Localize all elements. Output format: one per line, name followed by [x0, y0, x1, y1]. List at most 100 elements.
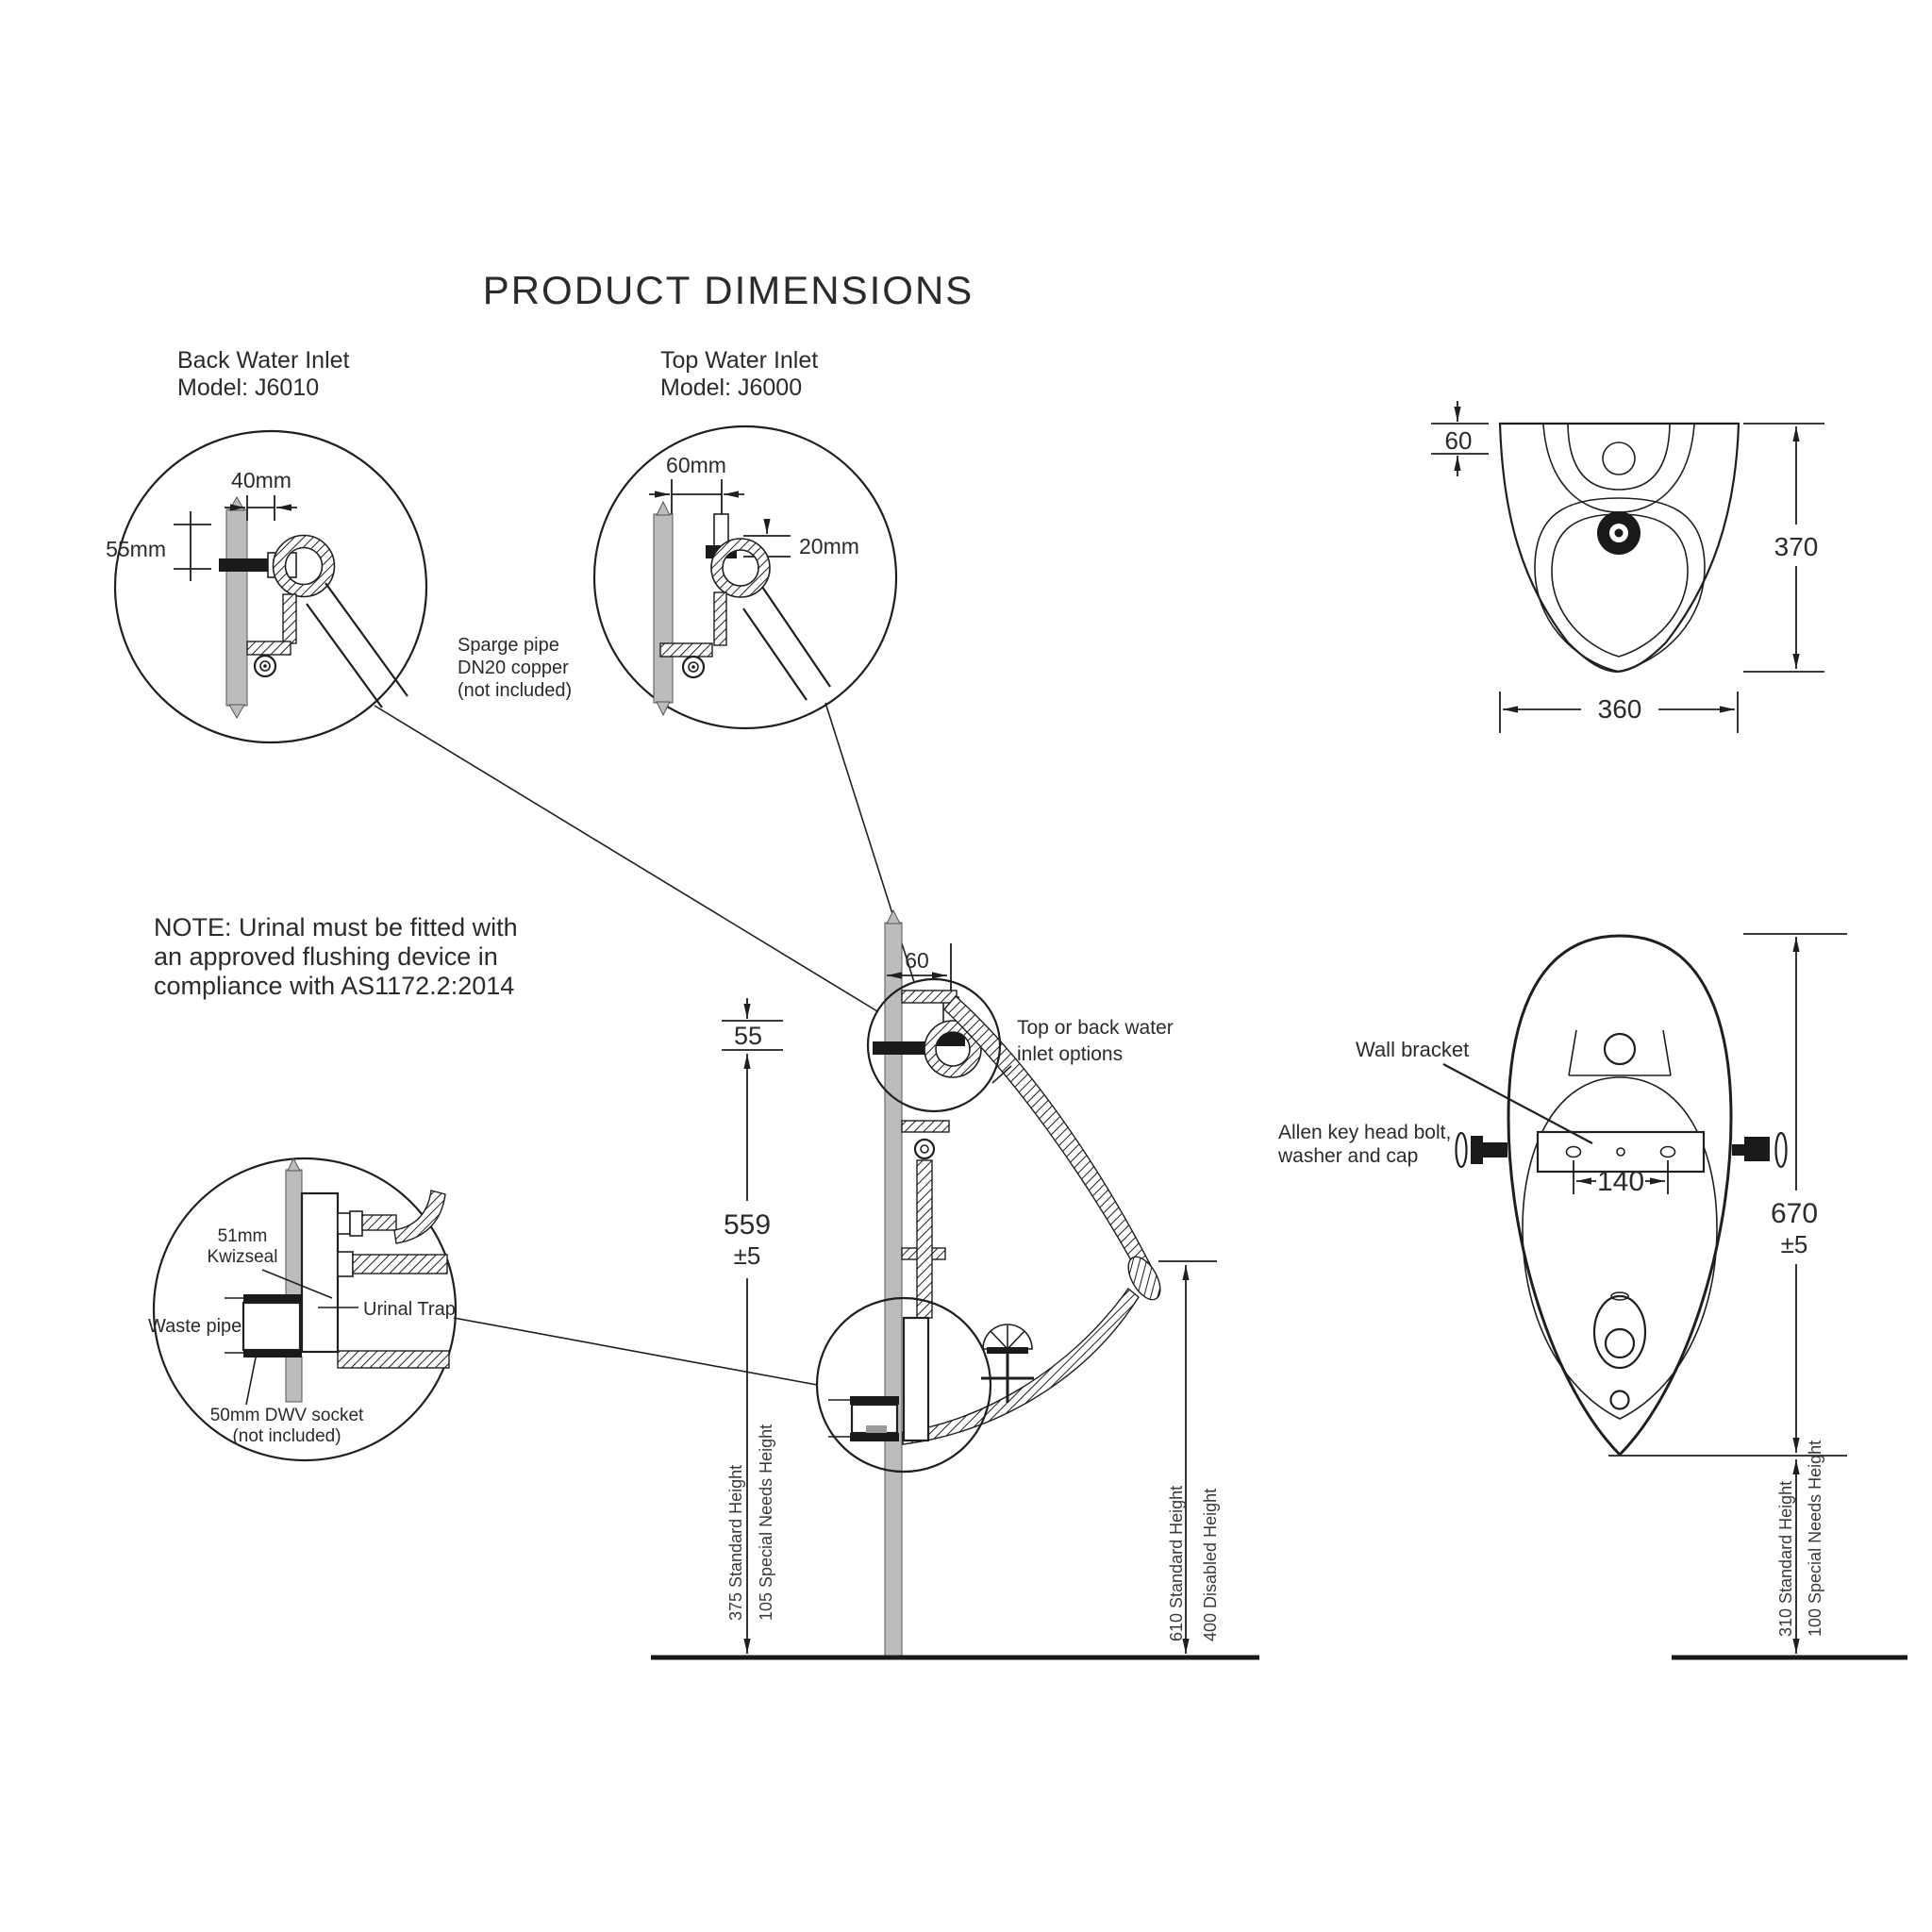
overall-height-dim: 670 — [1771, 1198, 1818, 1229]
bowl-wall-line — [325, 582, 408, 697]
wall-section — [884, 922, 903, 1659]
waste-pipe-body — [242, 1301, 302, 1352]
back-inlet-width-dim: 40mm — [231, 468, 291, 492]
back-water-inlet-detail: Back Water Inlet Model: J6010 40mm 55mm — [106, 347, 428, 744]
back-inlet-model: Model: J6010 — [177, 375, 319, 401]
compliance-note: NOTE: Urinal must be fitted with an appr… — [154, 913, 518, 1000]
inlet-bulb-section — [924, 1021, 981, 1077]
front-width-dim: 360 — [1598, 694, 1642, 724]
side-fixing-height-dim: 559 — [724, 1209, 771, 1241]
bolt-head-right — [1744, 1137, 1770, 1161]
wall-break-bottom — [656, 701, 671, 717]
shell-bottom-section — [246, 641, 291, 656]
top-recess-inner — [1567, 424, 1671, 491]
inlet-collar — [937, 1032, 965, 1046]
hanging-hole — [1603, 1032, 1637, 1066]
socket-label-line1: 50mm DWV socket — [210, 1406, 364, 1425]
outlet-recess — [1592, 1294, 1647, 1370]
wall-bracket-leader — [1442, 1063, 1593, 1144]
top-inlet-model: Model: J6000 — [660, 375, 802, 401]
seal-section — [850, 1396, 899, 1405]
inlet-bulb-section — [711, 539, 770, 597]
top-inlet-width-dim: 60mm — [666, 453, 726, 477]
page-title: PRODUCT DIMENSIONS — [483, 268, 974, 312]
urinal-trap-label: Urinal Trap — [363, 1299, 456, 1320]
front-height-dim: 370 — [1774, 532, 1819, 561]
wall-bracket-label: Wall bracket — [1356, 1038, 1469, 1061]
lip-disabled-height: 400 Disabled Height — [1201, 1489, 1220, 1641]
outlet-branch-pipe — [337, 1350, 450, 1369]
note-line2: an approved flushing device in — [154, 942, 498, 971]
inlet-branch-pipe — [352, 1254, 448, 1274]
wall-break-top — [886, 908, 901, 924]
top-ledge-section — [901, 990, 958, 1004]
base-standard-height: 310 Standard Height — [1776, 1481, 1795, 1637]
pipe-fitting — [337, 1212, 351, 1235]
shell-section — [713, 591, 727, 646]
drain-hole — [1609, 1390, 1630, 1410]
fixing-screw — [253, 654, 277, 678]
bolt-shaft-left — [1483, 1142, 1507, 1158]
sparge-note-line2: DN20 copper — [458, 658, 569, 678]
bowl-outer-rim — [1534, 497, 1706, 673]
kwizseal-leader — [261, 1269, 333, 1299]
fixing-screw — [681, 655, 706, 679]
bolt-shaft-right — [1732, 1144, 1744, 1156]
bolt-note-line2: washer and cap — [1277, 1145, 1418, 1167]
trap-body — [902, 1316, 930, 1442]
standpipe-section — [916, 1159, 933, 1319]
bowl-inner-rim — [1551, 513, 1689, 658]
shell-section — [282, 593, 297, 644]
bolt-head-left — [1471, 1136, 1483, 1164]
side-view: 60 — [651, 908, 1259, 1660]
kwizseal-label-line1: 51mm — [218, 1226, 268, 1246]
urinal-rear-outline — [1507, 934, 1733, 1457]
back-inlet-circle — [113, 429, 428, 744]
top-inlet-circle — [592, 425, 898, 730]
bracket-shelf — [901, 1120, 950, 1133]
bracket-hole-right — [1659, 1145, 1676, 1158]
side-top-gap-dim: 55 — [734, 1022, 762, 1050]
outlet-special-height: 105 Special Needs Height — [757, 1424, 775, 1621]
bolt-note-line1: Allen key head bolt, — [1278, 1122, 1451, 1143]
wall-break-top — [656, 500, 671, 516]
lip-section — [1127, 1256, 1161, 1301]
bolt-cap-right — [1774, 1131, 1788, 1169]
side-fixing-tol-dim: ±5 — [734, 1241, 761, 1270]
bracket-hole-left — [1565, 1145, 1582, 1158]
socket-label-line2: (not included) — [232, 1426, 341, 1446]
wall-section — [225, 508, 248, 707]
leader-trap-detail — [453, 1317, 818, 1386]
socket-leader — [245, 1357, 257, 1406]
wall-bracket-bar — [1536, 1130, 1706, 1174]
base-special-height: 100 Special Needs Height — [1806, 1441, 1824, 1637]
kwizseal-label-line2: Kwizseal — [208, 1247, 278, 1267]
inlet-detail-circle — [866, 977, 1002, 1113]
sparge-note-line3: (not included) — [458, 680, 572, 701]
trap-detail: 51mm Kwizseal Waste pipe Urinal Trap 50m… — [148, 1157, 458, 1462]
back-inlet-offset-dim: 55mm — [106, 537, 166, 561]
fixing-screw — [913, 1138, 936, 1160]
top-inlet-depth-dim: 20mm — [799, 534, 859, 558]
lip-standard-height: 610 Standard Height — [1167, 1486, 1186, 1641]
note-line3: compliance with AS1172.2:2014 — [154, 972, 514, 1000]
urinal-trap-body — [300, 1191, 340, 1354]
trap-detail-circle — [152, 1157, 458, 1462]
outlet-hole — [1604, 1327, 1636, 1359]
note-line1: NOTE: Urinal must be fitted with — [154, 913, 518, 941]
overall-tol-dim: ±5 — [1781, 1230, 1808, 1258]
rear-inner-rim — [1522, 1076, 1718, 1420]
sparge-pipe-note: Sparge pipe DN20 copper (not included) — [458, 635, 572, 701]
overflow-pipe — [361, 1214, 397, 1231]
spreader-mark — [1610, 1291, 1629, 1301]
bowl-wall-line — [761, 586, 831, 688]
leader-back-inlet — [374, 705, 878, 1012]
inlet-options-leader — [991, 1065, 1012, 1084]
kwizseal-seal — [243, 1294, 302, 1303]
front-rim-depth-dim: 60 — [1445, 426, 1473, 455]
shell-bottom-section — [659, 642, 713, 658]
wall-section — [653, 513, 674, 704]
